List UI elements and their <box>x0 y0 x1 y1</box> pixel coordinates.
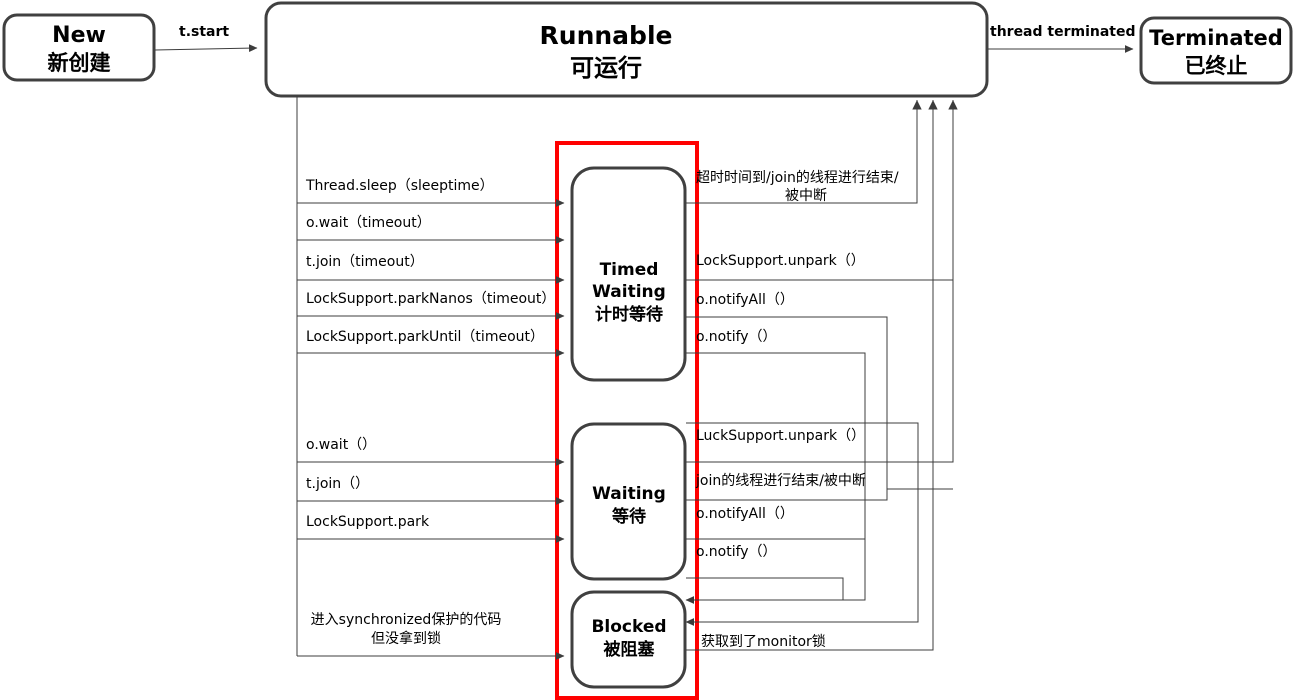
label-timeout-expired-line2: 被中断 <box>785 188 827 204</box>
label-join-finished: join的线程进行结束/被中断 <box>695 473 866 489</box>
label-notifyall-timed: o.notifyAll（） <box>696 292 794 308</box>
state-waiting[interactable]: Waiting 等待 <box>570 422 687 581</box>
label-thread-sleep: Thread.sleep（sleeptime） <box>305 178 494 194</box>
state-terminated-box <box>1139 16 1293 85</box>
highlight-rectangle <box>555 141 699 700</box>
state-waiting-label-cn: 等待 <box>612 506 646 527</box>
label-monitor-acquired: 获取到了monitor锁 <box>701 634 826 650</box>
return-path-waiting-unpark <box>685 422 919 626</box>
label-timeout-expired-line1: 超时时间到/join的线程进行结束/ <box>696 170 899 186</box>
right-edge-labels: 超时时间到/join的线程进行结束/ 被中断 LockSupport.unpar… <box>695 170 899 650</box>
label-parkuntil: LockSupport.parkUntil（timeout） <box>306 329 544 345</box>
return-path-waiting-notifyall <box>686 317 888 501</box>
state-terminated[interactable]: Terminated 已终止 <box>1139 16 1293 85</box>
state-new-box <box>2 13 156 82</box>
state-new-label-en: New <box>52 23 106 48</box>
state-blocked-label-en: Blocked <box>591 617 666 637</box>
state-blocked-label-cn: 被阻塞 <box>604 639 656 660</box>
label-o-wait: o.wait（） <box>306 437 376 453</box>
state-runnable[interactable]: Runnable 可运行 <box>264 1 989 98</box>
state-terminated-label-en: Terminated <box>1149 26 1283 50</box>
label-synchronized-line2: 但没拿到锁 <box>371 630 441 647</box>
return-path-blocked-monitor <box>686 100 938 651</box>
return-path-waiting-join <box>686 280 954 463</box>
edge-runnable-to-terminated: thread terminated <box>988 24 1136 53</box>
label-lucksupport-unpark: LuckSupport.unpark（） <box>696 428 865 444</box>
state-runnable-label-cn: 可运行 <box>570 54 642 82</box>
left-edge-labels: Thread.sleep（sleeptime） o.wait（timeout） … <box>305 178 555 647</box>
return-path-waiting-extra <box>686 577 844 600</box>
right-return-arrows <box>685 100 958 651</box>
state-timed-waiting-label-cn: 计时等待 <box>595 304 663 325</box>
edge-label-t-start: t.start <box>179 24 229 40</box>
state-new-label-cn: 新创建 <box>48 51 111 75</box>
left-transition-bus <box>296 96 565 660</box>
label-t-join-timeout: t.join（timeout） <box>306 254 424 270</box>
state-waiting-box <box>570 422 687 581</box>
state-runnable-box <box>264 1 989 98</box>
label-o-wait-timeout: o.wait（timeout） <box>306 215 431 231</box>
return-path-timed-timeout <box>686 100 922 204</box>
label-notify-timed: o.notify（） <box>696 329 777 345</box>
edge-label-thread-terminated: thread terminated <box>990 24 1136 40</box>
edge-new-to-runnable: t.start <box>154 24 258 53</box>
state-terminated-label-cn: 已终止 <box>1185 54 1248 78</box>
state-timed-waiting-label-en2: Waiting <box>592 282 666 302</box>
return-path-waiting-notify <box>686 353 866 540</box>
label-t-join: t.join（） <box>306 476 369 492</box>
state-blocked[interactable]: Blocked 被阻塞 <box>570 590 687 689</box>
label-notifyall-waiting: o.notifyAll（） <box>696 506 794 522</box>
state-timed-waiting[interactable]: Timed Waiting 计时等待 <box>570 166 687 382</box>
label-synchronized-line1: 进入synchronized保护的代码 <box>311 612 502 628</box>
state-blocked-box <box>570 590 687 689</box>
label-parknanos: LockSupport.parkNanos（timeout） <box>306 291 555 307</box>
label-locksupport-unpark: LockSupport.unpark（） <box>696 253 865 269</box>
state-new[interactable]: New 新创建 <box>2 13 156 82</box>
label-locksupport-park: LockSupport.park <box>306 514 430 530</box>
state-timed-waiting-label-en1: Timed <box>600 260 659 280</box>
state-waiting-label-en: Waiting <box>592 484 666 504</box>
state-runnable-label-en: Runnable <box>540 21 673 50</box>
state-timed-waiting-box <box>570 166 687 382</box>
label-notify-waiting: o.notify（） <box>696 544 777 560</box>
